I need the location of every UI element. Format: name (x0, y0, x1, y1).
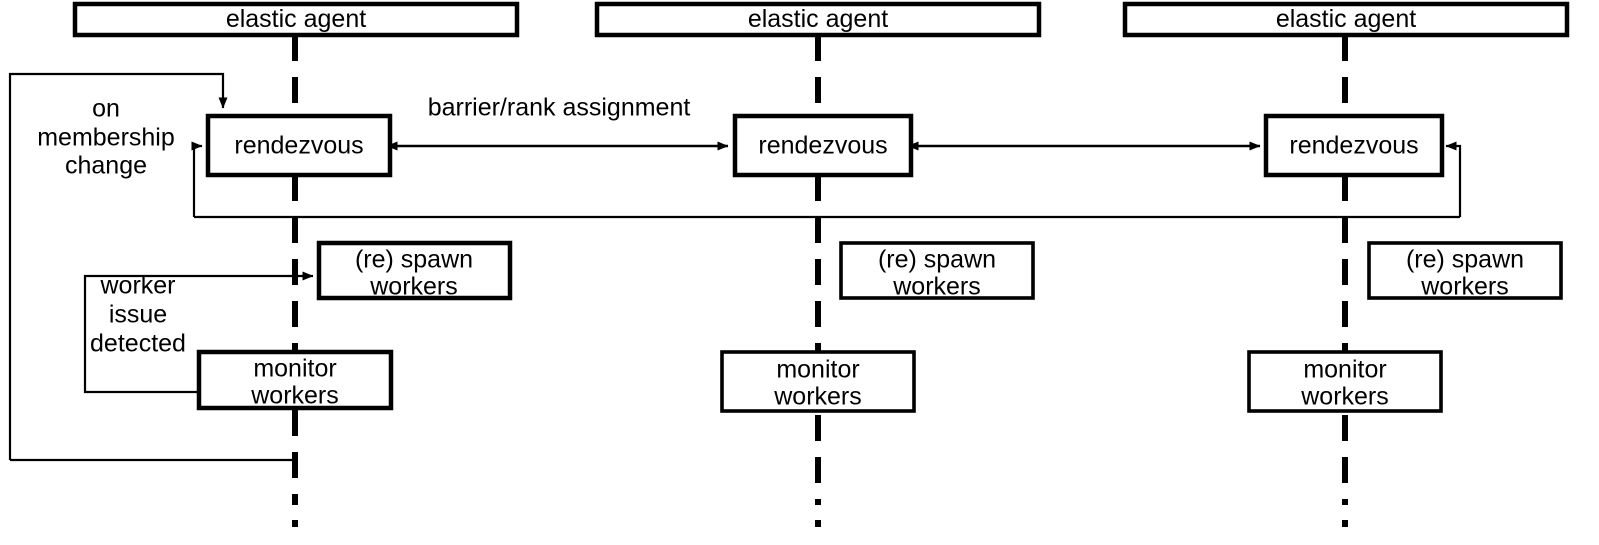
monitor-node-2-label-line1: monitor (776, 356, 859, 384)
rendezvous-node-3-label: rendezvous (1289, 132, 1418, 160)
monitor-nodes: monitor workers monitor workers monitor … (196, 349, 1443, 413)
agent-header-3-label: elastic agent (1276, 5, 1416, 33)
respawn-node-1-rect[interactable] (316, 240, 513, 301)
agent-header-3[interactable]: elastic agent (1122, 1, 1570, 38)
rendezvous-node-2[interactable]: rendezvous (732, 113, 914, 178)
edge-label-worker-issue-line1: worker (99, 272, 175, 300)
connectors (8, 72, 1462, 462)
agent-header-1-rect[interactable] (72, 1, 520, 38)
rendezvous-node-2-label: rendezvous (758, 132, 887, 160)
respawn-node-3-label-line2: workers (1420, 273, 1509, 301)
respawn-node-3-rect[interactable] (1367, 241, 1563, 300)
agent-header-1-label: elastic agent (226, 5, 366, 33)
edge-rendezvous-1-inbound (191, 141, 203, 217)
monitor-node-3-rect[interactable] (1247, 350, 1443, 413)
monitor-node-2[interactable]: monitor workers (720, 350, 916, 413)
monitor-node-3-label-line2: workers (1300, 383, 1389, 411)
respawn-node-2[interactable]: (re) spawn workers (839, 241, 1035, 301)
edge-worker-issue-detected (83, 271, 314, 394)
rendezvous-nodes: rendezvous rendezvous rendezvous (205, 113, 1445, 178)
rendezvous-node-3[interactable]: rendezvous (1263, 113, 1445, 178)
agent-header-1[interactable]: elastic agent (72, 1, 520, 38)
respawn-node-2-rect[interactable] (839, 241, 1035, 300)
respawn-node-1-label-line1: (re) spawn (355, 246, 473, 274)
rendezvous-node-3-rect[interactable] (1263, 113, 1445, 178)
edge-label-membership-line3: change (65, 152, 147, 180)
respawn-node-2-label-line2: workers (892, 273, 981, 301)
edge-labels: barrier/rank assignment on membership ch… (37, 94, 690, 358)
edge-label-membership-line2: membership (37, 124, 175, 152)
monitor-node-1-label-line2: workers (250, 382, 339, 410)
monitor-node-3-label-line1: monitor (1303, 356, 1386, 384)
respawn-node-1[interactable]: (re) spawn workers (316, 240, 513, 301)
edge-label-worker-issue-line3: detected (90, 330, 186, 358)
rendezvous-node-1-rect[interactable] (205, 113, 393, 178)
edge-label-worker-issue-line2: issue (109, 301, 167, 329)
agent-header-2-label: elastic agent (748, 5, 888, 33)
agent-header-3-rect[interactable] (1122, 1, 1570, 38)
monitor-node-1[interactable]: monitor workers (196, 349, 394, 411)
rendezvous-node-2-rect[interactable] (732, 113, 914, 178)
agent-header-2-rect[interactable] (594, 1, 1042, 38)
monitor-node-2-label-line2: workers (773, 383, 862, 411)
agent-header-2[interactable]: elastic agent (594, 1, 1042, 38)
monitor-node-3[interactable]: monitor workers (1247, 350, 1443, 413)
respawn-nodes: (re) spawn workers (re) spawn workers (r… (316, 240, 1563, 301)
respawn-node-3-label-line1: (re) spawn (1406, 246, 1524, 274)
respawn-node-3[interactable]: (re) spawn workers (1367, 241, 1563, 301)
edge-on-membership-change (8, 72, 228, 460)
agent-headers: elastic agent elastic agent elastic agen… (72, 1, 1570, 38)
edge-label-membership-line1: on (92, 95, 120, 123)
rendezvous-node-1-label: rendezvous (234, 132, 363, 160)
edge-label-barrier-rank: barrier/rank assignment (428, 94, 691, 122)
respawn-node-1-label-line2: workers (369, 273, 458, 301)
respawn-node-2-label-line1: (re) spawn (878, 246, 996, 274)
lifelines (292, 35, 1348, 527)
monitor-node-1-label-line1: monitor (253, 355, 336, 383)
rendezvous-node-1[interactable]: rendezvous (205, 113, 393, 178)
edge-rendezvous-3-inbound (1445, 141, 1462, 217)
monitor-node-1-rect[interactable] (196, 349, 394, 411)
monitor-node-2-rect[interactable] (720, 350, 916, 413)
